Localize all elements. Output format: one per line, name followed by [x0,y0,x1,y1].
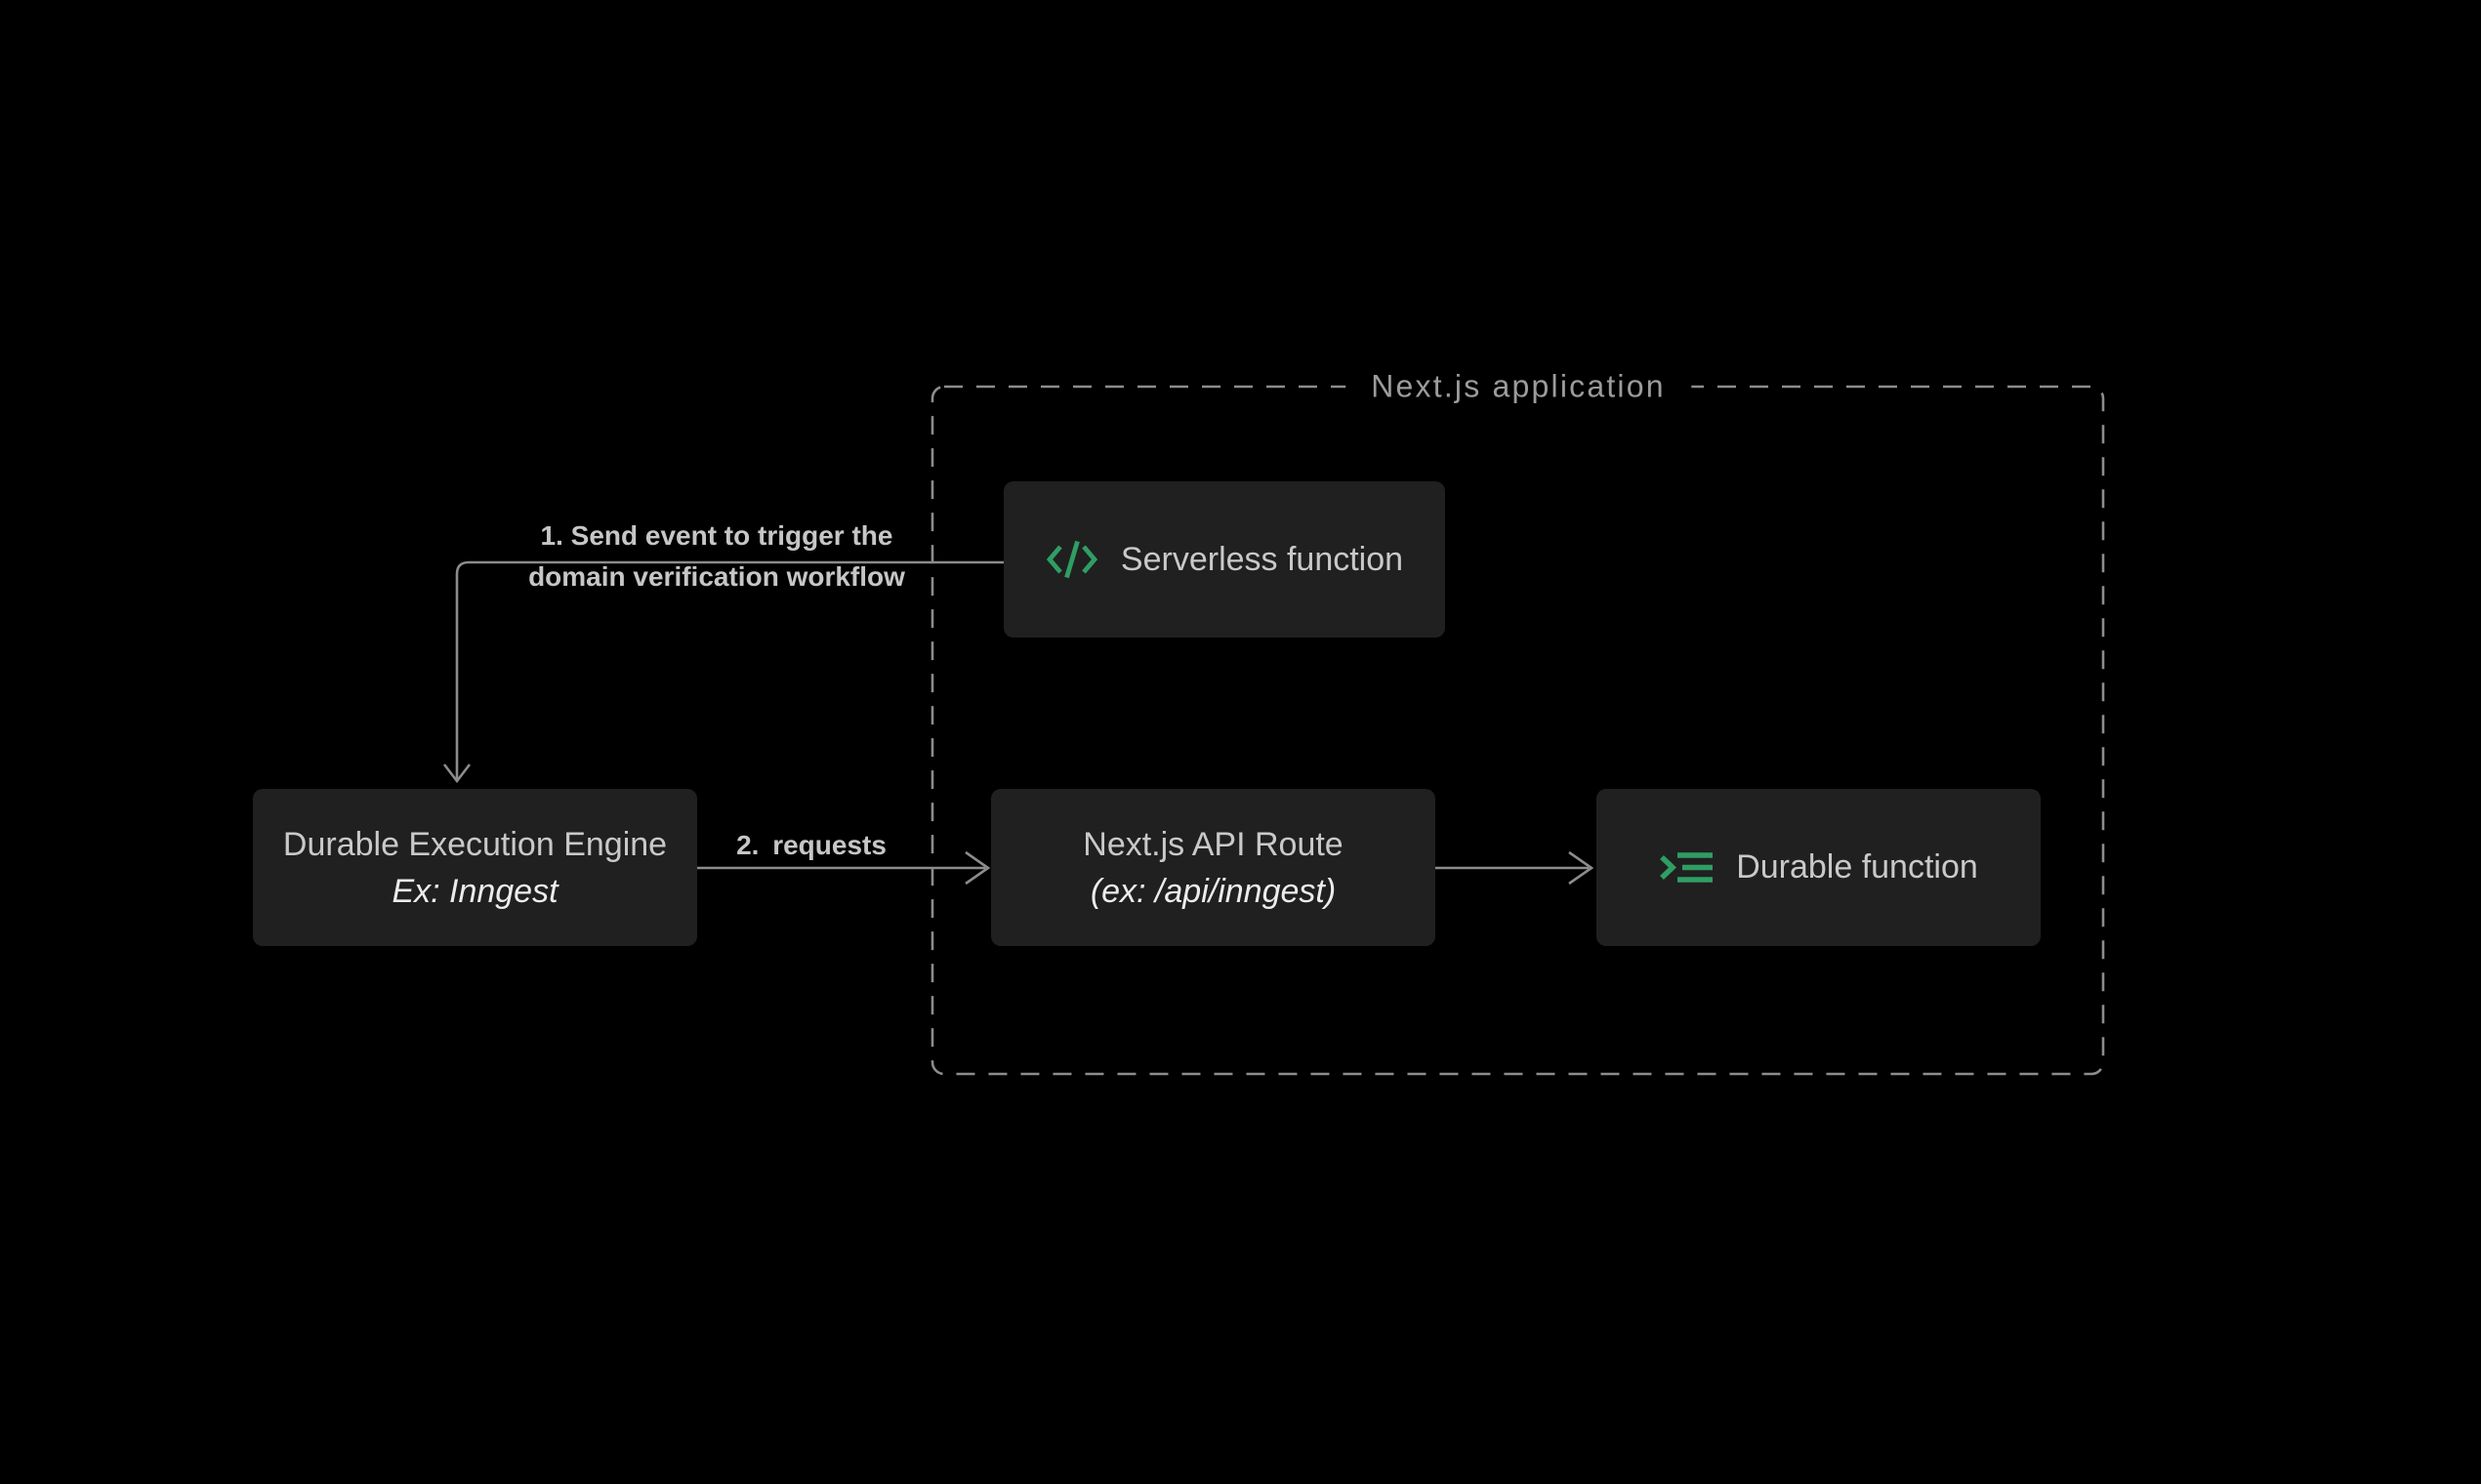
nextjs-application-boundary [930,385,2105,1076]
serverless-function-label: Serverless function [1120,540,1404,578]
durable-execution-engine-node: Durable Execution Engine Ex: Inngest [253,789,697,946]
edge-label-send-event-line1: 1. Send event to trigger the [540,520,893,551]
serverless-function-node: Serverless function [1004,481,1445,638]
durable-function-node: Durable function [1596,789,2041,946]
api-route-subtitle: (ex: /api/inngest) [1090,872,1337,910]
edge-send-event-arrowhead [442,763,472,784]
edge-requests-arrowhead [965,850,991,886]
prompt-list-icon [1660,852,1714,883]
api-route-title: Next.js API Route [1083,825,1344,863]
engine-subtitle: Ex: Inngest [392,872,558,910]
edge-label-send-event-line2: domain verification workflow [528,561,905,592]
edge-invoke-arrowhead [1568,850,1594,886]
durable-function-label: Durable function [1736,848,1978,886]
container-title: Next.js application [1345,364,1691,409]
engine-title: Durable Execution Engine [282,825,668,863]
code-icon [1046,540,1098,579]
edge-send-event-line [455,560,1004,779]
edge-label-send-event: 1. Send event to trigger the domain veri… [528,515,905,598]
nextjs-api-route-node: Next.js API Route (ex: /api/inngest) [991,789,1435,946]
edge-label-requests: 2. requests [736,830,887,860]
